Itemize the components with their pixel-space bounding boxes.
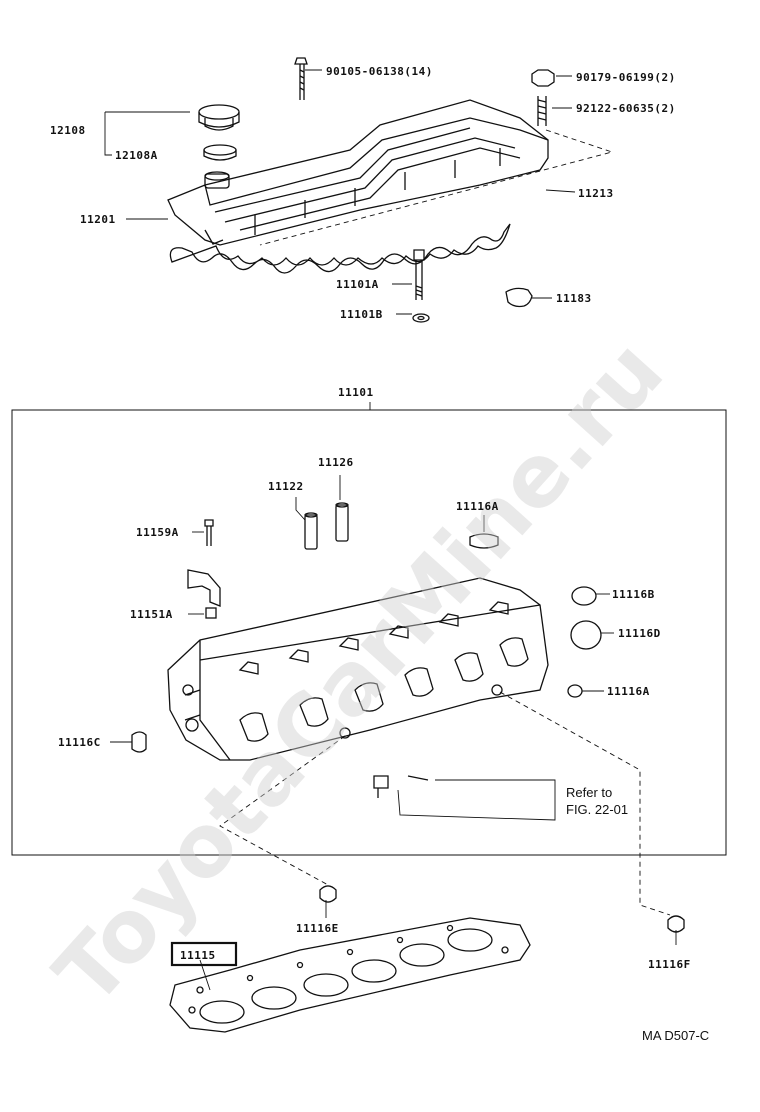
refer-to-text: Refer to — [566, 785, 612, 800]
label-11101B[interactable]: 11101B — [340, 308, 383, 321]
label-11122[interactable]: 11122 — [268, 480, 304, 493]
label-11101A[interactable]: 11101A — [336, 278, 379, 291]
label-11159A[interactable]: 11159A — [136, 526, 179, 539]
label-11101[interactable]: 11101 — [338, 386, 374, 399]
label-11116F[interactable]: 11116F — [648, 958, 691, 971]
watermark: ToyotaCarMine.ru — [36, 322, 682, 1024]
valve-guides — [304, 502, 349, 550]
nut-stud — [531, 69, 555, 126]
part-labels: 90105-06138(14) 90179-06199(2) 92122-606… — [50, 65, 709, 1043]
label-11116D[interactable]: 11116D — [618, 627, 661, 640]
head-bolt — [412, 249, 430, 323]
highlight-box-11115 — [170, 941, 238, 967]
label-11116A-top[interactable]: 11116A — [456, 500, 499, 513]
label-11116E[interactable]: 11116E — [296, 922, 339, 935]
label-12108A[interactable]: 12108A — [115, 149, 158, 162]
valve-cover — [167, 99, 549, 246]
cover-gasket — [169, 223, 511, 274]
label-11126[interactable]: 11126 — [318, 456, 354, 469]
bolt-90105 — [294, 57, 308, 100]
label-11116A-right[interactable]: 11116A — [607, 685, 650, 698]
label-11115[interactable]: 11115 — [180, 949, 216, 962]
label-11213[interactable]: 11213 — [578, 187, 614, 200]
label-11116C[interactable]: 11116C — [58, 736, 101, 749]
label-11201[interactable]: 11201 — [80, 213, 116, 226]
cylinder-head — [167, 577, 549, 761]
diagram-code: MA D507-C — [642, 1028, 709, 1043]
grommet-11183 — [505, 287, 533, 308]
assembly-box — [11, 409, 727, 856]
label-90105[interactable]: 90105-06138(14) — [326, 65, 433, 78]
label-92122[interactable]: 92122-60635(2) — [576, 102, 676, 115]
label-12108[interactable]: 12108 — [50, 124, 86, 137]
refer-fig-text[interactable]: FIG. 22-01 — [566, 802, 628, 817]
label-11183[interactable]: 11183 — [556, 292, 592, 305]
label-90179[interactable]: 90179-06199(2) — [576, 71, 676, 84]
oil-filler-cap — [198, 104, 240, 161]
head-gasket — [169, 917, 531, 1033]
label-11116B[interactable]: 11116B — [612, 588, 655, 601]
label-11151A[interactable]: 11151A — [130, 608, 173, 621]
